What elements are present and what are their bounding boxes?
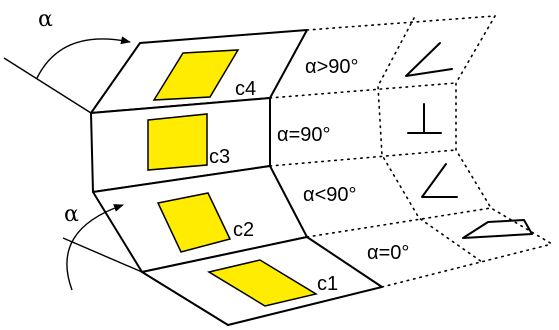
- angle-alpha-bottom: α: [64, 202, 79, 227]
- label-c2: c2: [233, 219, 254, 241]
- label-c1: c1: [317, 273, 338, 295]
- angle-alpha-top: α: [38, 7, 53, 32]
- angle-glyphs: [405, 42, 533, 239]
- sample-c1: [207, 259, 318, 307]
- top-angle-annotation: [3, 36, 131, 114]
- flat-angle-icon: [462, 219, 533, 239]
- samples: [147, 49, 318, 307]
- condition-eq90: α=90°: [277, 124, 331, 146]
- condition-gt90: α>90°: [305, 56, 359, 78]
- sample-c4: [152, 49, 240, 101]
- condition-eq0: α=0°: [367, 242, 409, 264]
- acute-angle-icon: [421, 163, 458, 198]
- label-c4: c4: [235, 78, 256, 100]
- bottom-angle-annotation: [62, 204, 143, 291]
- sample-c2: [156, 192, 232, 253]
- condition-lt90: α<90°: [303, 184, 357, 206]
- obtuse-angle-icon: [405, 42, 453, 77]
- label-c3: c3: [209, 146, 230, 168]
- sample-c3: [147, 113, 208, 171]
